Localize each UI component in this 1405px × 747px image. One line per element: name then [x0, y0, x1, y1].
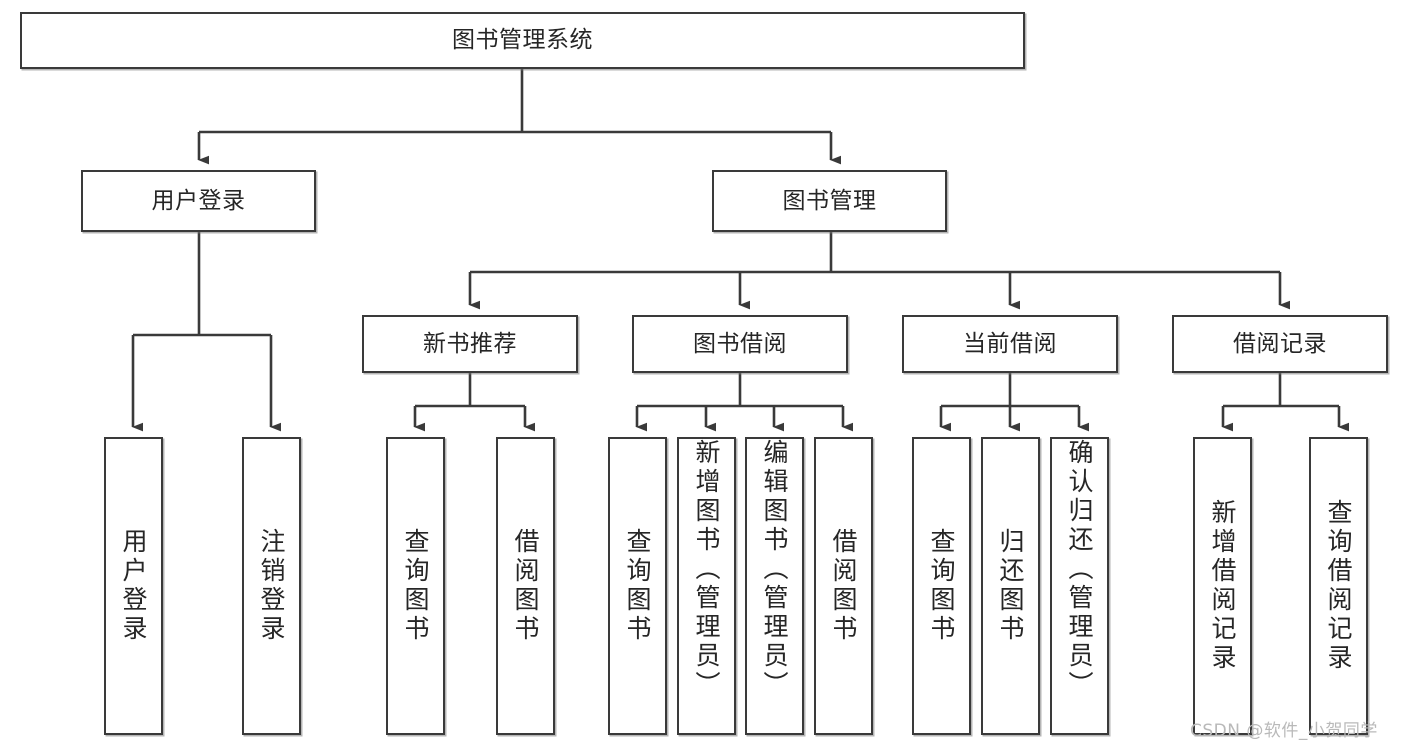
- node-label: 编辑图书（管理员）: [760, 439, 789, 700]
- node-leaf-query-book-3[interactable]: 查询图书: [912, 437, 971, 735]
- node-leaf-return-book[interactable]: 归还图书: [981, 437, 1040, 735]
- node-label: 新书推荐: [423, 330, 517, 357]
- node-label: 图书借阅: [693, 330, 787, 357]
- node-current-borrow[interactable]: 当前借阅: [902, 315, 1118, 373]
- node-leaf-edit-book[interactable]: 编辑图书（管理员）: [745, 437, 804, 735]
- node-label: 图书管理: [782, 187, 877, 214]
- node-label: 查询借阅记录: [1324, 499, 1353, 673]
- node-leaf-borrow-book-1[interactable]: 借阅图书: [496, 437, 555, 735]
- node-root-system[interactable]: 图书管理系统: [20, 12, 1025, 69]
- csdn-watermark: CSDN @软件_小贺同学: [1190, 721, 1378, 741]
- node-leaf-add-borrow-record[interactable]: 新增借阅记录: [1193, 437, 1252, 735]
- node-label: 注销登录: [257, 528, 286, 644]
- node-label: 新增图书（管理员）: [692, 439, 721, 700]
- node-label: 查询图书: [401, 528, 430, 644]
- node-label: 确认归还（管理员）: [1065, 439, 1094, 700]
- node-leaf-add-book[interactable]: 新增图书（管理员）: [677, 437, 736, 735]
- node-book-manage[interactable]: 图书管理: [712, 170, 947, 232]
- node-label: 查询图书: [623, 528, 652, 644]
- node-label: 用户登录: [119, 528, 148, 644]
- node-label: 借阅图书: [511, 528, 540, 644]
- node-label: 用户登录: [151, 187, 246, 214]
- node-leaf-borrow-book-2[interactable]: 借阅图书: [814, 437, 873, 735]
- node-label: 借阅图书: [829, 528, 858, 644]
- node-label: 归还图书: [996, 528, 1025, 644]
- node-new-book-recommend[interactable]: 新书推荐: [362, 315, 578, 373]
- node-label: 当前借阅: [963, 330, 1057, 357]
- node-label: 新增借阅记录: [1208, 499, 1237, 673]
- node-user-login[interactable]: 用户登录: [81, 170, 316, 232]
- node-leaf-logout-login[interactable]: 注销登录: [242, 437, 301, 735]
- node-leaf-query-book-2[interactable]: 查询图书: [608, 437, 667, 735]
- node-label: 借阅记录: [1233, 330, 1327, 357]
- node-label: 图书管理系统: [452, 27, 593, 53]
- node-book-borrow[interactable]: 图书借阅: [632, 315, 848, 373]
- node-leaf-confirm-return[interactable]: 确认归还（管理员）: [1050, 437, 1109, 735]
- node-leaf-query-book-1[interactable]: 查询图书: [386, 437, 445, 735]
- node-borrow-record[interactable]: 借阅记录: [1172, 315, 1388, 373]
- node-leaf-user-login[interactable]: 用户登录: [104, 437, 163, 735]
- node-leaf-query-borrow-record[interactable]: 查询借阅记录: [1309, 437, 1368, 735]
- node-label: 查询图书: [927, 528, 956, 644]
